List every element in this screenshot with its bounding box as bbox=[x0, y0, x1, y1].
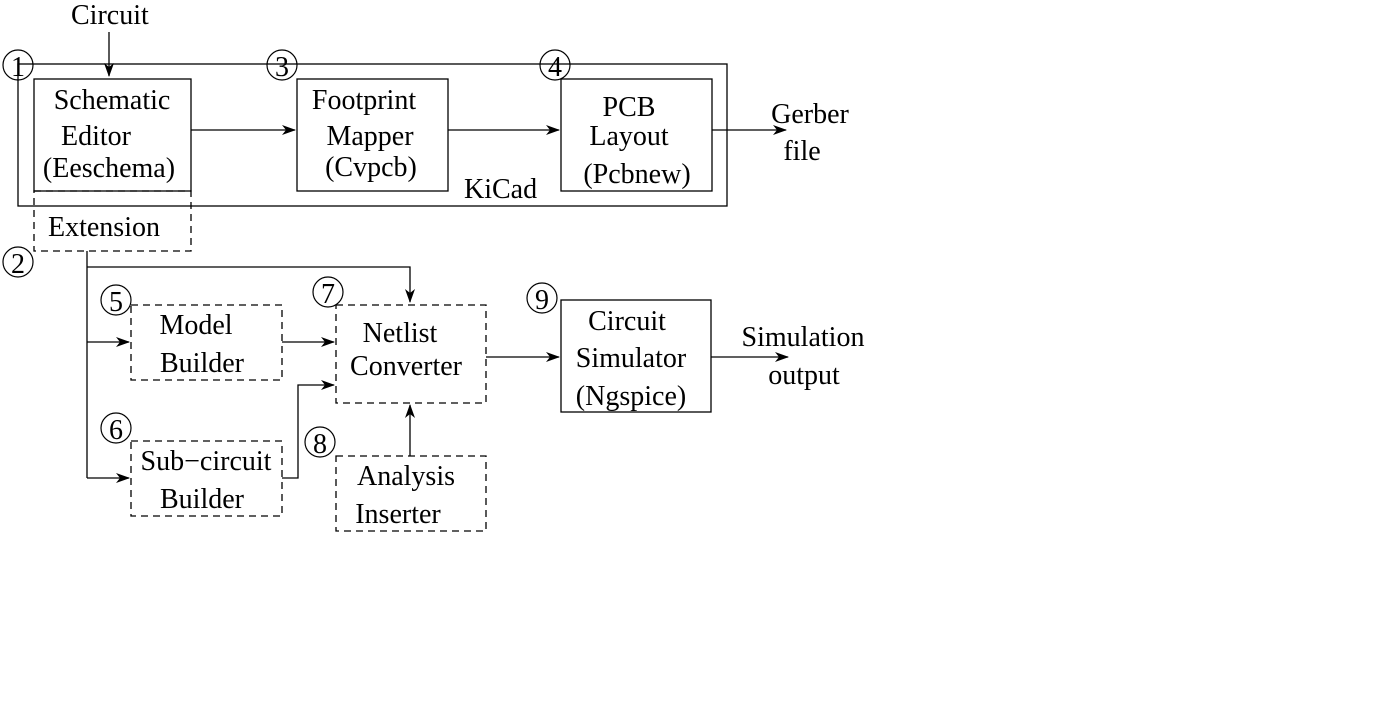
footprint-mapper-line-3: (Cvpcb) bbox=[325, 152, 417, 183]
model-builder-block: Model Builder bbox=[130, 304, 283, 381]
model-builder-line-2: Builder bbox=[160, 348, 245, 379]
subcircuit-builder-box bbox=[130, 440, 283, 517]
badge-8: 8 bbox=[304, 426, 336, 460]
subcircuit-builder-line-1: Sub−circuit bbox=[141, 446, 272, 477]
badge-2: 2 bbox=[2, 246, 34, 280]
circuit-input-label: Circuit bbox=[71, 0, 149, 31]
pcb-layout-line-2: Layout bbox=[589, 121, 669, 152]
model-builder-line-1: Model bbox=[159, 310, 232, 341]
netlist-converter-line-1: Netlist bbox=[363, 318, 438, 349]
badge-9-number: 9 bbox=[535, 285, 549, 316]
footprint-mapper-line-2: Mapper bbox=[326, 121, 414, 152]
pcb-layout-box bbox=[560, 78, 713, 192]
badge-6-circle bbox=[100, 412, 132, 444]
badge-6: 6 bbox=[100, 412, 132, 446]
gerber-output-line-1: Gerber bbox=[771, 99, 849, 130]
badge-5-circle bbox=[100, 284, 132, 316]
analysis-inserter-box bbox=[335, 455, 487, 532]
badge-8-number: 8 bbox=[313, 429, 327, 460]
badge-3-circle bbox=[266, 49, 298, 81]
analysis-inserter-line-2: Inserter bbox=[355, 499, 441, 530]
footprint-mapper-box bbox=[296, 78, 449, 192]
gerber-output-line-2: file bbox=[783, 136, 820, 167]
badge-2-circle bbox=[2, 246, 34, 278]
circuit-simulator-block: Circuit Simulator (Ngspice) bbox=[560, 299, 712, 413]
pcb-layout-line-3: (Pcbnew) bbox=[583, 159, 690, 190]
badge-6-number: 6 bbox=[109, 415, 123, 446]
badge-1-circle bbox=[2, 49, 34, 81]
badge-5-number: 5 bbox=[109, 287, 123, 318]
circuit-simulator-line-1: Circuit bbox=[588, 306, 666, 337]
circuit-simulator-line-2: Simulator bbox=[576, 343, 687, 374]
model-builder-box bbox=[130, 304, 283, 381]
schematic-editor-line-1: Schematic bbox=[54, 85, 171, 116]
badge-9: 9 bbox=[526, 282, 558, 316]
badge-7-number: 7 bbox=[321, 279, 335, 310]
extension-box bbox=[33, 190, 192, 252]
badge-1-number: 1 bbox=[11, 52, 25, 83]
badge-5: 5 bbox=[100, 284, 132, 318]
schematic-editor-line-2: Editor bbox=[61, 121, 132, 152]
badge-2-number: 2 bbox=[11, 249, 25, 280]
simulation-output-line-1: Simulation bbox=[742, 322, 865, 353]
kicad-container bbox=[17, 63, 728, 207]
badge-1: 1 bbox=[2, 49, 34, 83]
arrow-extension-to-netlist bbox=[87, 266, 415, 303]
badge-7-circle bbox=[312, 276, 344, 308]
kicad-label: KiCad bbox=[464, 174, 537, 205]
badge-9-circle bbox=[526, 282, 558, 314]
circuit-simulator-box bbox=[560, 299, 712, 413]
footprint-mapper-line-1: Footprint bbox=[312, 85, 416, 116]
schematic-editor-block: Schematic Editor (Eeschema) bbox=[33, 78, 192, 192]
subcircuit-builder-block: Sub−circuit Builder bbox=[130, 440, 283, 517]
pcb-layout-block: PCB Layout (Pcbnew) bbox=[560, 78, 713, 192]
footprint-mapper-block: Footprint Mapper (Cvpcb) bbox=[296, 78, 449, 192]
badge-3: 3 bbox=[266, 49, 298, 83]
schematic-editor-line-3: (Eeschema) bbox=[43, 153, 175, 184]
pcb-layout-line-1: PCB bbox=[603, 92, 656, 123]
badge-7: 7 bbox=[312, 276, 344, 310]
badge-8-circle bbox=[304, 426, 336, 458]
circuit-simulator-line-3: (Ngspice) bbox=[576, 381, 686, 412]
extension-label: Extension bbox=[48, 212, 160, 243]
netlist-converter-block: Netlist Converter bbox=[335, 304, 487, 404]
badge-4-circle bbox=[539, 49, 571, 81]
netlist-converter-line-2: Converter bbox=[350, 351, 463, 382]
analysis-inserter-line-1: Analysis bbox=[357, 461, 455, 492]
badge-3-number: 3 bbox=[275, 52, 289, 83]
analysis-inserter-block: Analysis Inserter bbox=[335, 455, 487, 532]
netlist-converter-box bbox=[335, 304, 487, 404]
extension-block: Extension bbox=[33, 190, 192, 252]
badge-4-number: 4 bbox=[548, 52, 562, 83]
badge-4: 4 bbox=[539, 49, 571, 83]
subcircuit-builder-line-2: Builder bbox=[160, 484, 245, 515]
simulation-output-line-2: output bbox=[768, 360, 840, 391]
arrow-subcircuit-to-netlist bbox=[282, 380, 335, 479]
